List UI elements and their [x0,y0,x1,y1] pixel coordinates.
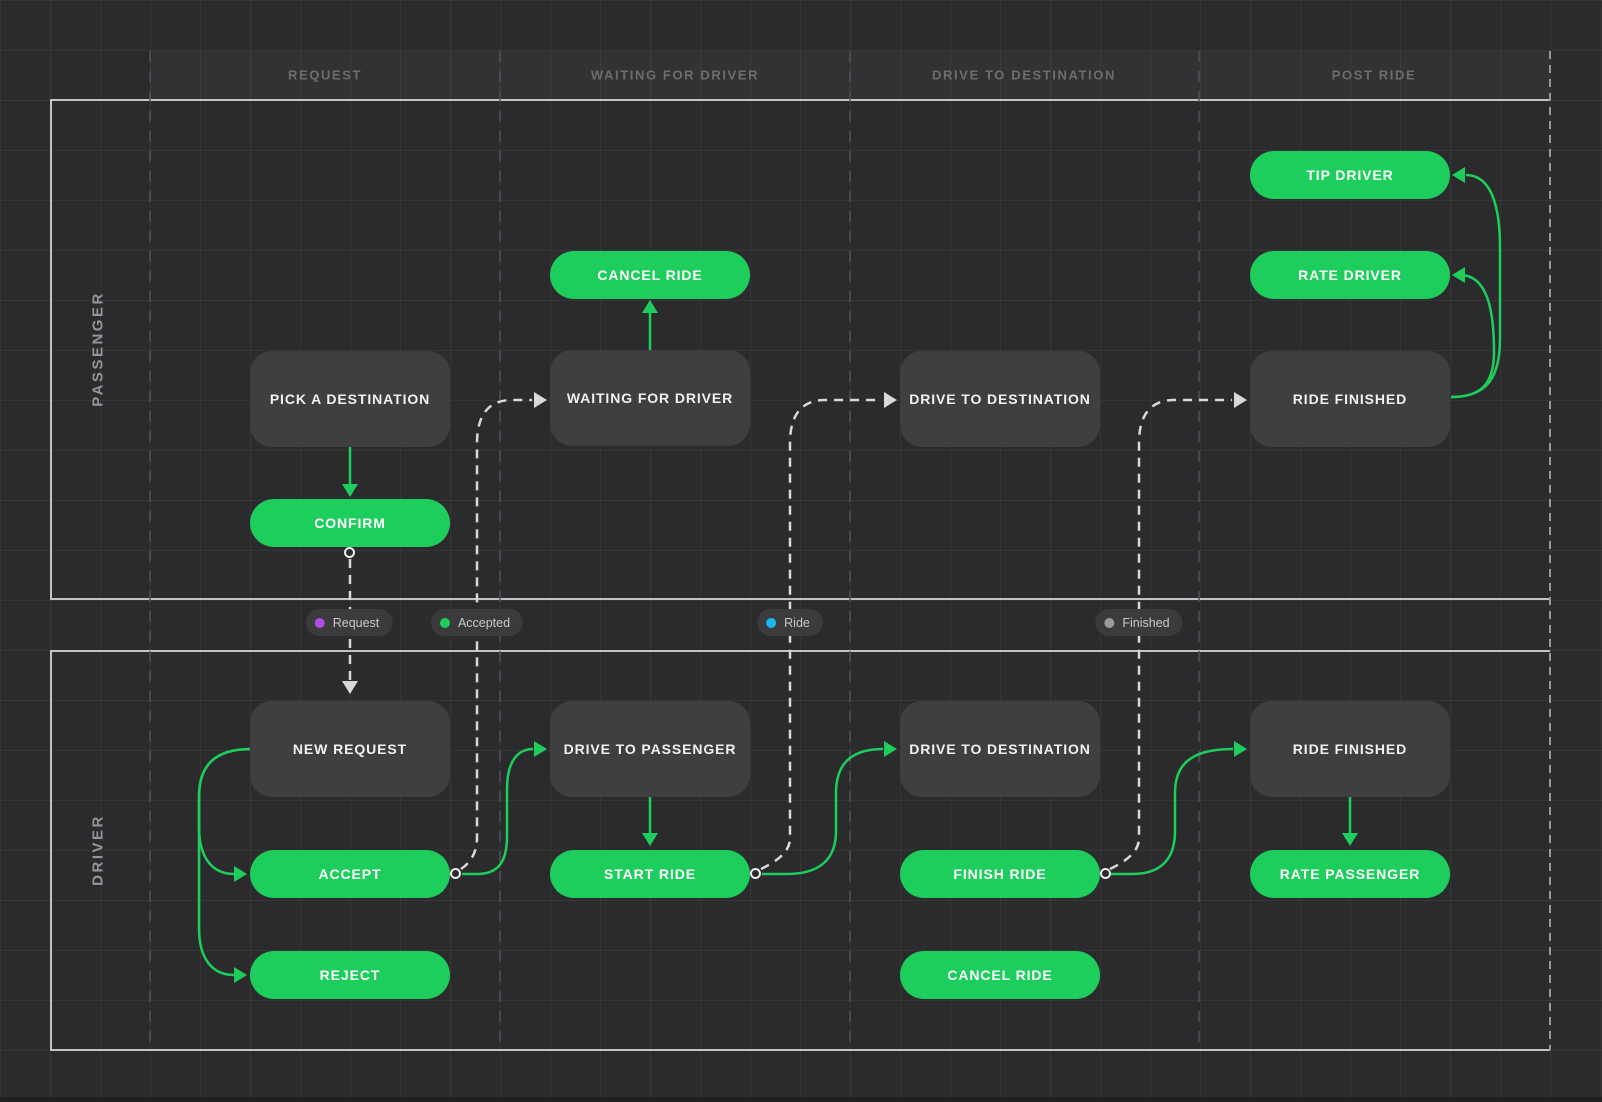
accepted-status-dot-icon [439,617,450,628]
node-label: DRIVE TO DESTINATION [909,741,1091,757]
node-label: RIDE FINISHED [1292,741,1408,757]
node-drive-to-destination-passenger[interactable]: DRIVE TO DESTINATION [900,351,1100,447]
node-label: REJECT [319,967,381,983]
node-cancel-ride-passenger[interactable]: CANCEL RIDE [550,251,750,299]
node-rate-passenger[interactable]: RATE PASSENGER [1250,850,1450,898]
driver-lane-label: DRIVER [89,814,107,886]
column-header-drive-to-destination: DRIVE TO DESTINATION [932,67,1116,83]
node-waiting-for-driver[interactable]: WAITING FOR DRIVER [550,350,750,446]
node-label: DRIVE TO DESTINATION [909,391,1091,407]
port-start-ride-right[interactable] [750,868,761,879]
event-label: Finished [1122,615,1170,630]
node-label: RATE DRIVER [1298,267,1402,283]
node-tip-driver[interactable]: TIP DRIVER [1250,151,1450,199]
finished-status-dot-icon [1104,617,1115,628]
node-confirm-button[interactable]: CONFIRM [250,499,450,547]
node-new-request[interactable]: NEW REQUEST [250,701,450,797]
node-drive-to-destination-driver[interactable]: DRIVE TO DESTINATION [900,701,1100,797]
node-accept[interactable]: ACCEPT [250,850,450,898]
event-pill-request[interactable]: Request [305,609,393,636]
event-pill-finished[interactable]: Finished [1095,609,1183,636]
request-status-dot-icon [314,617,325,628]
node-label: PICK A DESTINATION [269,391,431,407]
port-finish-ride-right[interactable] [1100,868,1111,879]
port-accept-right[interactable] [450,868,461,879]
canvas-bottom-edge [0,1097,1602,1102]
node-label: RIDE FINISHED [1292,391,1408,407]
node-reject[interactable]: REJECT [250,951,450,999]
node-rate-driver[interactable]: RATE DRIVER [1250,251,1450,299]
event-pill-ride[interactable]: Ride [757,609,823,636]
passenger-lane-label: PASSENGER [89,291,107,407]
node-label: START RIDE [604,866,696,882]
node-start-ride[interactable]: START RIDE [550,850,750,898]
node-pick-a-destination[interactable]: PICK A DESTINATION [250,351,450,447]
ride-status-dot-icon [766,617,777,628]
column-header-waiting-for-driver: WAITING FOR DRIVER [590,67,760,83]
node-label: WAITING FOR DRIVER [566,390,734,406]
node-label: CONFIRM [314,515,386,531]
node-ride-finished-driver[interactable]: RIDE FINISHED [1250,701,1450,797]
node-drive-to-passenger[interactable]: DRIVE TO PASSENGER [550,701,750,797]
node-label: ACCEPT [318,866,382,882]
node-finish-ride[interactable]: FINISH RIDE [900,850,1100,898]
event-label: Request [332,615,380,630]
event-pill-accepted[interactable]: Accepted [430,609,524,636]
node-label: TIP DRIVER [1306,167,1394,183]
column-header-post-ride: POST RIDE [1331,67,1417,83]
event-label: Ride [784,615,810,630]
node-label: DRIVE TO PASSENGER [563,741,737,757]
node-label: RATE PASSENGER [1279,866,1421,882]
event-label: Accepted [457,615,511,630]
node-label: FINISH RIDE [953,866,1047,882]
node-cancel-ride-driver[interactable]: CANCEL RIDE [900,951,1100,999]
node-label: CANCEL RIDE [947,967,1053,983]
node-ride-finished-passenger[interactable]: RIDE FINISHED [1250,351,1450,447]
port-confirm-bottom[interactable] [344,547,355,558]
column-header-request: REQUEST [287,67,363,83]
node-label: NEW REQUEST [292,741,408,757]
node-label: CANCEL RIDE [597,267,703,283]
